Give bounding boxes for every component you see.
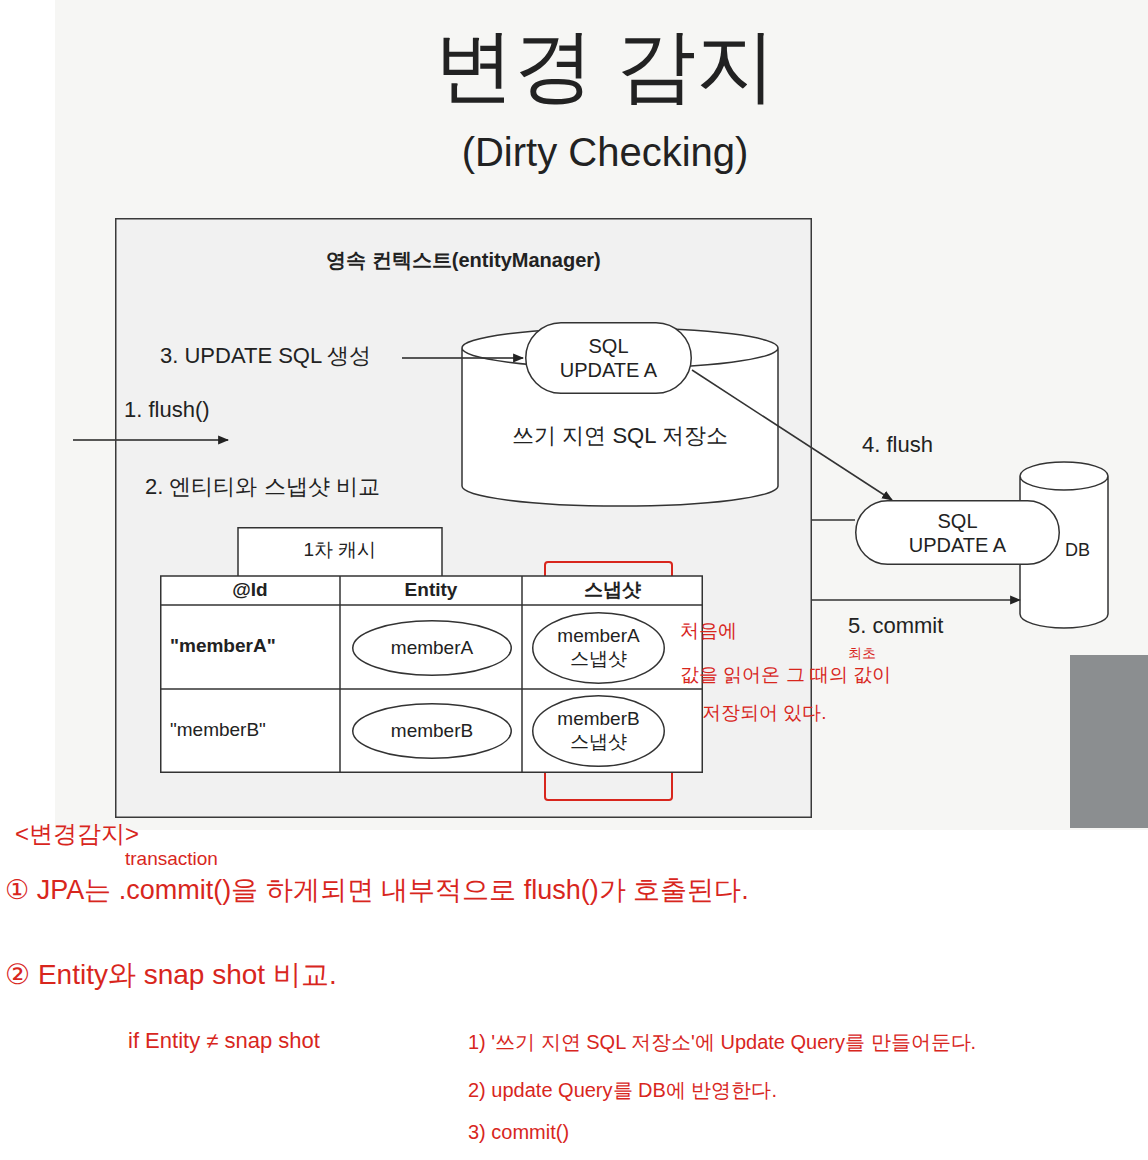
table-header: Entity [340, 579, 522, 602]
label-wrap: 최초 [848, 645, 876, 662]
slide-ground [55, 0, 1148, 830]
edge-label: 5. commit [848, 613, 943, 639]
ellipse-outline [353, 621, 512, 676]
label-wrap: @Id [160, 579, 340, 602]
handwritten-note: 저장되어 있다. [702, 702, 827, 725]
node-label: 쓰기 지연 SQL 저장소 [512, 423, 728, 449]
slide-title: 변경 감지 [55, 18, 1148, 114]
handwritten-note: ① JPA는 .commit()을 하게되면 내부적으로 flush()가 호출… [5, 874, 749, 906]
handwritten-note: 최초 [848, 645, 876, 662]
handwritten-note: transaction [125, 848, 218, 871]
ellipse-outline [533, 613, 665, 684]
label-wrap: 3. UPDATE SQL 생성 [160, 343, 372, 369]
entity-ellipse: memberA [352, 620, 512, 676]
node-label: SQL UPDATE A [553, 334, 665, 382]
table-cell: "memberB" [170, 719, 266, 742]
label-wrap: 스냅샷 [522, 579, 703, 602]
label-wrap: "memberB" [170, 719, 266, 742]
connector [812, 519, 855, 521]
label-wrap: 저장되어 있다. [702, 702, 827, 725]
table-rule [160, 604, 703, 606]
node-label: 1차 캐시 [238, 539, 442, 562]
snapshot-ellipse: memberA 스냅샷 [532, 612, 665, 684]
ellipse-outline [353, 704, 512, 759]
ellipse-outline [533, 696, 665, 767]
label-wrap: 2) update Query를 DB에 반영한다. [468, 1078, 777, 1102]
database-cylinder: DBSQL UPDATE A [1020, 462, 1108, 628]
cylinder-outline [462, 328, 778, 506]
connector [812, 599, 1020, 601]
write-behind-store: 쓰기 지연 SQL 저장소 SQL UPDATE A [462, 328, 778, 506]
store-fill [462, 328, 778, 506]
subtitle: (Dirty Checking) [55, 128, 1148, 176]
handwritten-note: 2) update Query를 DB에 반영한다. [468, 1078, 777, 1102]
sql-pill: SQL UPDATE A [855, 500, 1060, 565]
label-wrap: ② Entity와 snap shot 비교. [5, 958, 337, 992]
handwritten-heading: <변경감지> [15, 820, 139, 849]
label-wrap: 값을 읽어온 그 때의 값이 [680, 664, 891, 687]
context-fill [115, 218, 812, 818]
entity-ellipse: memberB [352, 703, 512, 759]
pill-outline [856, 501, 1060, 565]
handwritten-note: 3) commit() [468, 1120, 569, 1144]
edge-label-wrap: 4. flush [862, 432, 933, 458]
node-label: SQL UPDATE A [902, 509, 1014, 557]
label-wrap: Entity [340, 579, 522, 602]
flush-arrow [73, 439, 228, 441]
node-label: memberA 스냅샷 [551, 625, 646, 671]
snapshot-ellipse: memberB 스냅샷 [532, 695, 665, 767]
label-wrap: transaction [125, 848, 218, 871]
label-wrap: "memberA" [170, 635, 276, 658]
node-label: memberA [391, 637, 473, 660]
table-header: @Id [160, 579, 340, 602]
table-header: 스냅샷 [522, 579, 703, 602]
sql-pill: SQL UPDATE A [525, 322, 692, 394]
label-wrap: 1) '쓰기 지연 SQL 저장소'에 Update Query를 만들어둔다. [468, 1030, 976, 1054]
handwritten-note: 1) '쓰기 지연 SQL 저장소'에 Update Query를 만들어둔다. [468, 1030, 976, 1054]
handwritten-note: if Entity ≠ snap shot [128, 1028, 320, 1054]
node-label: 영속 컨텍스트(entityManager) [326, 248, 600, 272]
label-wrap: ① JPA는 .commit()을 하게되면 내부적으로 flush()가 호출… [5, 874, 749, 906]
label-wrap: 처음에 [680, 620, 737, 643]
node-label: DB [1065, 540, 1090, 562]
label-wrap: 3) commit() [468, 1120, 569, 1144]
step-label: 3. UPDATE SQL 생성 [160, 343, 372, 369]
label-wrap: if Entity ≠ snap shot [128, 1028, 320, 1054]
node-label: memberB 스냅샷 [551, 708, 646, 754]
table-rule [521, 576, 523, 773]
edge-label-wrap: 5. commit [848, 613, 943, 639]
title-wrap: 변경 감지 [55, 18, 1148, 114]
node-label: memberB [391, 720, 473, 743]
node-outline [525, 322, 692, 394]
table-rule [339, 576, 341, 773]
step-label: 2. 엔티티와 스냅샷 비교 [145, 474, 380, 500]
label-wrap: 1. flush() [124, 397, 210, 423]
cache-table [161, 576, 703, 772]
label-wrap: (Dirty Checking) [55, 128, 1148, 176]
photo-patch [1070, 655, 1148, 828]
label-wrap: 2. 엔티티와 스냅샷 비교 [145, 474, 380, 500]
table-cell: "memberA" [170, 635, 276, 658]
box-border [116, 219, 812, 818]
handwritten-note: 처음에 [680, 620, 737, 643]
label-wrap: <변경감지> [15, 820, 139, 849]
table-rule [160, 688, 703, 690]
handwritten-note: ② Entity와 snap shot 비교. [5, 958, 337, 992]
handwritten-note: 값을 읽어온 그 때의 값이 [680, 664, 891, 687]
pill-outline [526, 323, 692, 394]
step-label: 1. flush() [124, 397, 210, 423]
edge-label: 4. flush [862, 432, 933, 458]
cache-tab [238, 528, 442, 577]
